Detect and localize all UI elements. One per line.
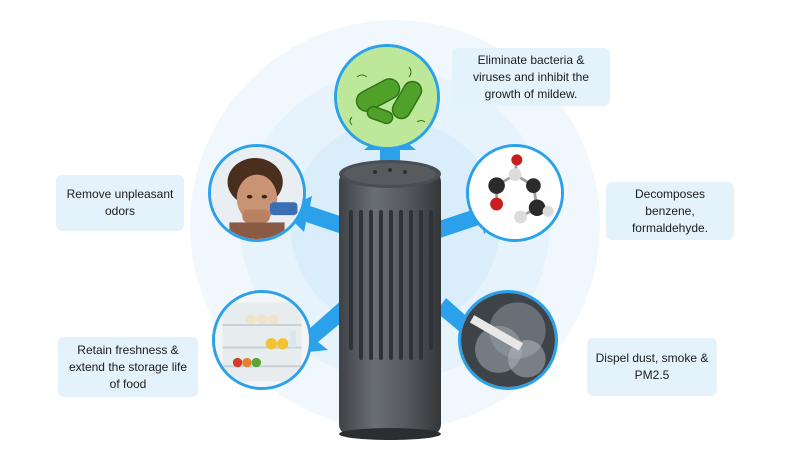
- feature-box-freshness: Retain freshness & extend the storage li…: [58, 337, 198, 397]
- feature-box-benzene: Decomposes benzene, formaldehyde.: [606, 182, 734, 240]
- air-purifier-device: [339, 160, 441, 440]
- feature-box-odors: Remove unpleasant odors: [56, 175, 184, 231]
- feature-text-freshness: Retain freshness & extend the storage li…: [68, 342, 188, 391]
- feature-text-bacteria: Eliminate bacteria & viruses and inhibit…: [472, 52, 590, 101]
- feature-text-dust: Dispel dust, smoke & PM2.5: [595, 351, 709, 382]
- feature-box-dust: Dispel dust, smoke & PM2.5: [587, 338, 717, 396]
- odors-circle: [208, 144, 306, 242]
- refrigerator-icon: [215, 293, 309, 387]
- bacteria-icon: [337, 47, 437, 147]
- molecule-icon: [469, 147, 561, 239]
- bacteria-circle: [334, 44, 440, 150]
- feature-text-odors: Remove unpleasant odors: [66, 187, 174, 218]
- smoke-icon: [461, 293, 555, 387]
- dust-circle: [458, 290, 558, 390]
- feature-text-benzene: Decomposes benzene, formaldehyde.: [631, 186, 709, 235]
- child-smelling-icon: [211, 147, 303, 239]
- freshness-circle: [212, 290, 312, 390]
- feature-box-bacteria: Eliminate bacteria & viruses and inhibit…: [452, 48, 610, 106]
- benzene-circle: [466, 144, 564, 242]
